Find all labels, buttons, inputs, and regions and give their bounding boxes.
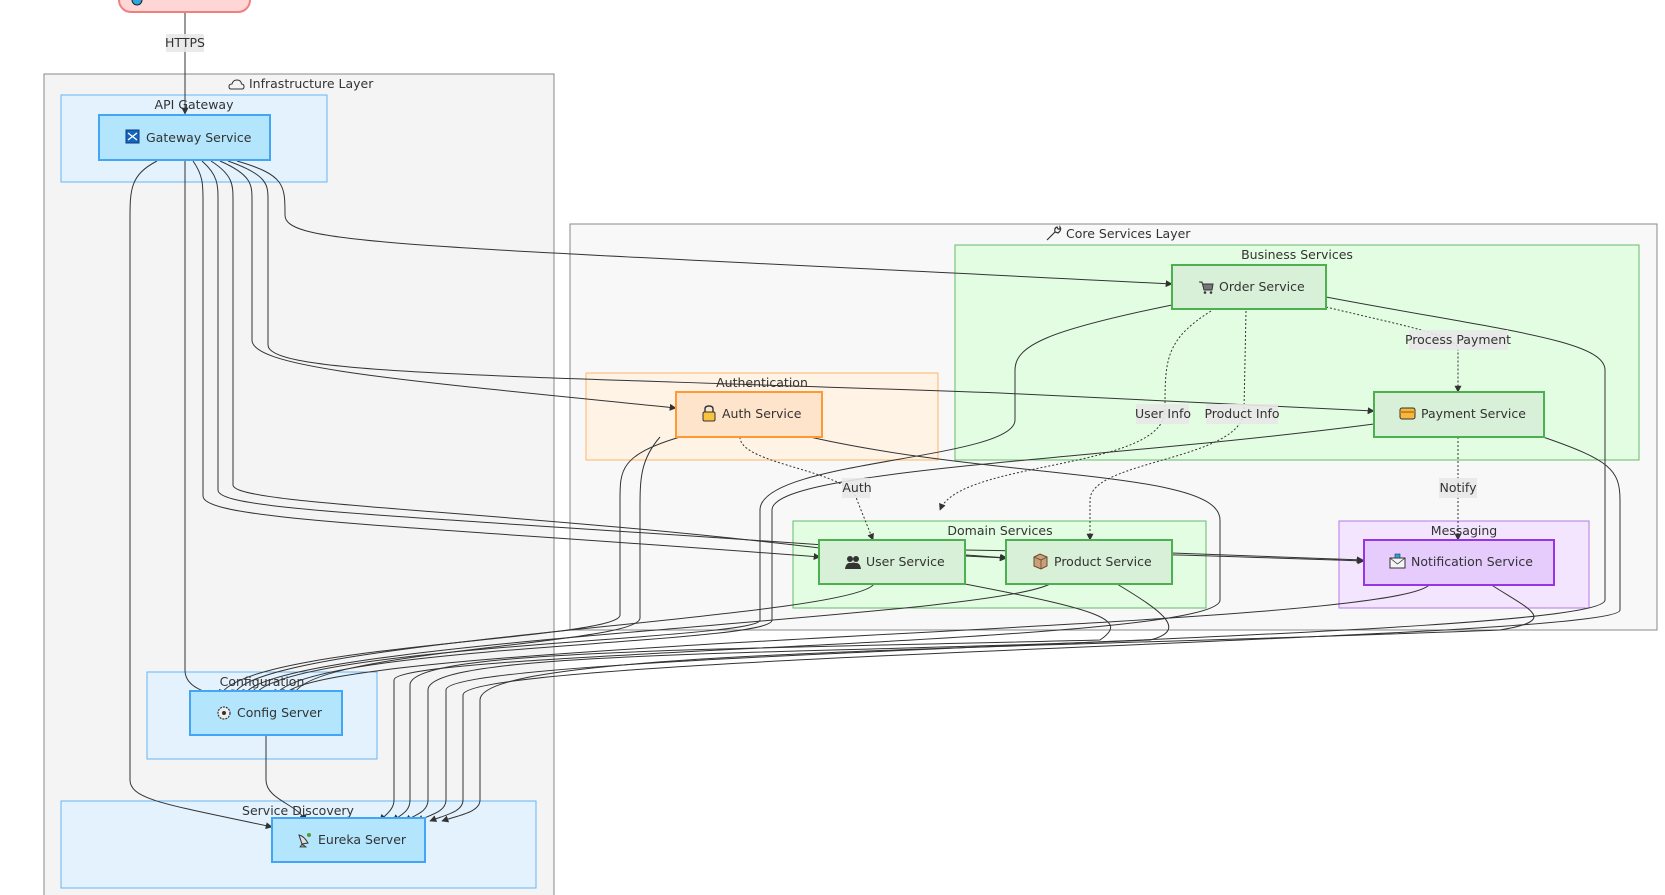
- edge-user-product: [964, 554, 1007, 562]
- shuffle-icon: [125, 129, 140, 144]
- edge-payment-eureka: [429, 436, 1621, 822]
- edge-config-eureka: [265, 736, 307, 822]
- edge-order-user: [939, 310, 1212, 511]
- wrench-icon: [1046, 225, 1062, 241]
- satellite-dish-icon: [298, 833, 311, 848]
- mailbox-icon: [1389, 553, 1406, 569]
- package-icon: [1033, 553, 1048, 570]
- svg-text:User Info: User Info: [1135, 406, 1191, 421]
- edge-user-config: [231, 583, 875, 697]
- edge-auth-eureka: [379, 436, 1221, 822]
- api-gateway-cluster-label: API Gateway: [155, 97, 235, 112]
- edge-user-eureka: [392, 583, 1111, 822]
- edge-label-product-info: Product Info: [1204, 404, 1280, 424]
- configuration-cluster-label: Configuration: [220, 674, 305, 689]
- eureka-server-node[interactable]: Eureka Server: [271, 817, 426, 863]
- service-discovery-cluster-label: Service Discovery: [242, 803, 355, 818]
- edge-label-process-payment: Process Payment: [1405, 330, 1511, 350]
- edge-gateway-eureka: [129, 160, 273, 830]
- svg-text:User Service: User Service: [866, 554, 945, 569]
- edge-product-config: [242, 583, 1051, 697]
- svg-text:Eureka Server: Eureka Server: [318, 832, 407, 847]
- edge-label-notify: Notify: [1439, 478, 1477, 498]
- edge-product-notification: [1171, 552, 1364, 564]
- edge-gateway-auth: [219, 160, 677, 411]
- svg-text:Product Service: Product Service: [1054, 554, 1152, 569]
- edge-payment-config: [274, 423, 1375, 697]
- svg-text:Notification Service: Notification Service: [1411, 554, 1533, 569]
- gear-icon: [217, 706, 231, 720]
- api-gateway-cluster: API Gateway: [60, 94, 328, 183]
- edge-gateway-payment: [227, 160, 1375, 415]
- edge-gateway-user: [192, 160, 821, 561]
- messaging-cluster-label: Messaging: [1431, 523, 1497, 538]
- edge-auth-config-2: [291, 436, 661, 697]
- cart-icon: [1199, 281, 1214, 294]
- core-services-layer-label: Core Services Layer: [1066, 226, 1191, 241]
- svg-text:Product Info: Product Info: [1204, 406, 1279, 421]
- svg-text:Notify: Notify: [1440, 480, 1478, 495]
- svg-text:Auth Service: Auth Service: [722, 406, 802, 421]
- product-service-node[interactable]: Product Service: [1005, 539, 1173, 585]
- svg-text:Payment Service: Payment Service: [1421, 406, 1526, 421]
- svg-text:Process Payment: Process Payment: [1405, 332, 1511, 347]
- edge-product-eureka: [404, 583, 1170, 822]
- edge-notification-config: [282, 583, 1431, 697]
- edge-gateway-product: [201, 160, 1008, 562]
- edge-label-user-info: User Info: [1135, 404, 1191, 424]
- auth-service-node[interactable]: Auth Service: [675, 391, 823, 438]
- credit-card-icon: [1399, 407, 1416, 420]
- business-services-cluster-label: Business Services: [1241, 247, 1353, 262]
- infrastructure-layer: Infrastructure Layer: [43, 73, 555, 895]
- edge-label-auth: Auth: [842, 478, 872, 498]
- svg-text:Gateway Service: Gateway Service: [146, 130, 252, 145]
- edge-order-eureka: [416, 296, 1606, 822]
- svg-text:Config Server: Config Server: [237, 705, 323, 720]
- user-icon: [131, 0, 143, 6]
- edge-label-https: HTTPS: [165, 34, 205, 52]
- edge-gateway-order: [236, 160, 1173, 288]
- edges: [129, 12, 1621, 830]
- svg-text:HTTPS: HTTPS: [165, 35, 205, 50]
- authentication-cluster-label: Authentication: [716, 375, 808, 390]
- lock-key-icon: [702, 405, 716, 422]
- config-server-node[interactable]: Config Server: [189, 690, 343, 736]
- svg-text:Auth: Auth: [842, 480, 871, 495]
- gateway-service-node[interactable]: Gateway Service: [98, 114, 271, 161]
- service-discovery-cluster: Service Discovery: [60, 800, 537, 889]
- client-node[interactable]: [118, 0, 251, 13]
- users-icon: [845, 556, 861, 569]
- user-service-node[interactable]: User Service: [818, 539, 966, 585]
- edge-order-product: [1086, 310, 1247, 541]
- edge-auth-config: [219, 436, 681, 697]
- payment-service-node[interactable]: Payment Service: [1373, 391, 1545, 438]
- order-service-node[interactable]: Order Service: [1171, 264, 1327, 310]
- notification-service-node[interactable]: Notification Service: [1363, 539, 1555, 586]
- edge-notification-eureka: [441, 583, 1535, 823]
- cloud-icon: [228, 79, 245, 90]
- svg-text:Order Service: Order Service: [1219, 279, 1305, 294]
- infrastructure-layer-label: Infrastructure Layer: [249, 76, 374, 91]
- domain-services-cluster-label: Domain Services: [947, 523, 1052, 538]
